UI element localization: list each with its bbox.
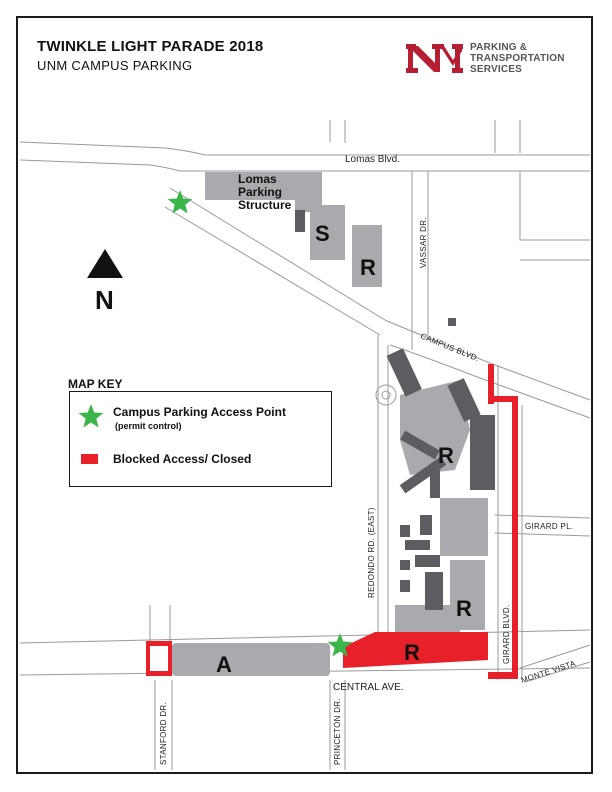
label-lot-r-north: R	[360, 255, 376, 280]
label-lomas-3: Structure	[238, 198, 292, 212]
label-lomas-2: Parking	[238, 185, 282, 199]
blocked-campus-top	[488, 364, 494, 404]
lot-a	[172, 643, 330, 676]
north-label: N	[95, 285, 114, 315]
label-lot-s: S	[315, 221, 330, 246]
blocked-girard-blvd	[512, 397, 518, 679]
access-point-princeton	[327, 633, 353, 657]
label-lomas-1: Lomas	[238, 172, 277, 186]
lomas-parking-structure	[205, 172, 322, 212]
road-diagonal-south-edge	[164, 206, 381, 336]
map-title: TWINKLE LIGHT PARADE 2018	[37, 38, 264, 55]
map-subtitle: UNM CAMPUS PARKING	[37, 58, 193, 73]
street-princeton: PRINCETON DR.	[333, 698, 342, 765]
north-arrow	[87, 249, 123, 278]
blocked-stanford-top	[146, 641, 172, 646]
street-stanford: STANFORD DR.	[159, 702, 168, 765]
access-point-lomas	[167, 190, 193, 214]
street-girard-pl: GIRARD PL.	[525, 522, 573, 531]
legend-box	[69, 391, 332, 487]
blocked-stanford-bottom	[146, 671, 172, 676]
street-vassar: VASSAR DR.	[419, 217, 428, 268]
department-line-2: TRANSPORTATION	[470, 53, 565, 64]
street-central: CENTRAL AVE.	[333, 682, 404, 693]
department-line-1: PARKING &	[470, 42, 528, 53]
road-lomas-south-edge	[19, 159, 590, 172]
legend-blocked-label: Blocked Access/ Closed	[113, 452, 252, 466]
unm-logo	[406, 44, 463, 73]
label-lot-r-south: R	[456, 596, 472, 621]
legend-star-icon	[78, 404, 104, 428]
label-lot-r-mid: R	[438, 443, 454, 468]
road-lomas-north-edge	[19, 141, 590, 156]
department-line-3: SERVICES	[470, 64, 522, 75]
legend-access-label: Campus Parking Access Point	[113, 405, 286, 419]
label-lot-a: A	[216, 652, 232, 677]
legend-title: MAP KEY	[68, 377, 123, 391]
street-girard-blvd: GIRARD BLVD.	[502, 605, 511, 664]
lot-s	[310, 205, 345, 260]
blocked-lot-r	[343, 632, 488, 668]
street-lomas: Lomas Blvd.	[345, 154, 400, 165]
department-name: PARKING & TRANSPORTATION SERVICES	[470, 42, 565, 75]
street-redondo: REDONDO RD. (EAST)	[367, 507, 376, 598]
blocked-girard-bottom	[488, 672, 518, 679]
legend-blocked-swatch	[81, 454, 98, 464]
street-monte-vista: MONTE VISTA	[520, 659, 577, 685]
lot-r-mid	[400, 380, 470, 475]
map-frame	[16, 16, 593, 774]
lot-r-north	[352, 225, 382, 287]
road-diagonal-north-edge	[169, 187, 386, 321]
label-lot-r-red: R	[404, 640, 420, 665]
legend-access-note: (permit control)	[115, 421, 182, 431]
